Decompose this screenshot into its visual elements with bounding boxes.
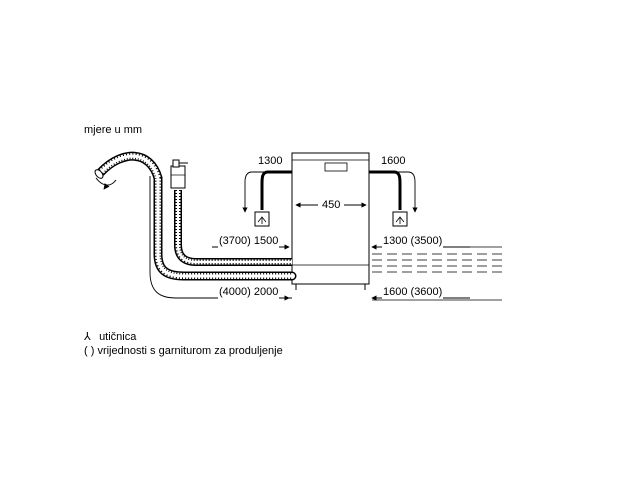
legend-extension: ( ) vrijednosti s garniturom za produlje… (84, 345, 283, 358)
dim-left-top: 1300 (258, 155, 283, 167)
units-note: mjere u mm (84, 124, 143, 136)
legend-ext-symbol: ( ) (84, 345, 95, 357)
water-tap (170, 159, 188, 189)
dim-left-mid: (3700) 1500 (218, 235, 280, 248)
dim-left-bottom: (4000) 2000 (218, 286, 280, 299)
inlet-hose (174, 190, 292, 266)
legend-ext-label: vrijednosti s garniturom za produljenje (97, 345, 283, 357)
dim-arrow-right-top (378, 171, 418, 213)
dim-right-top: 1600 (381, 155, 406, 167)
dim-width: 450 (321, 199, 342, 212)
dim-right-bottom: 1600 (3600) (382, 286, 444, 299)
socket-icon: ⅄ (84, 331, 91, 343)
power-cord-left (254, 170, 292, 227)
drain-hose (94, 151, 297, 281)
legend-socket-label: utičnica (99, 331, 137, 343)
reach-arc (149, 176, 292, 299)
dishwasher-outline (291, 152, 370, 290)
legend-socket: ⅄ utičnica (84, 331, 136, 344)
power-cord-right (369, 170, 408, 227)
dim-arrow-left-top (242, 171, 282, 213)
dim-right-mid: 1300 (3500) (382, 235, 444, 248)
